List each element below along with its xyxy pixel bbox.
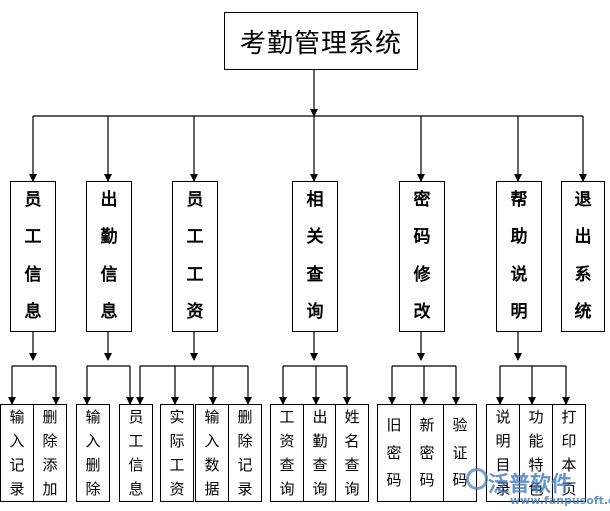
- function-attendance-query: 出勤查询: [303, 404, 337, 502]
- watermark-name: 泛普软件: [488, 472, 572, 496]
- function-help-contents: 说明目录: [486, 404, 520, 502]
- module-employee-info: 员工信息: [10, 181, 56, 332]
- function-new-password: 新密码: [410, 404, 444, 502]
- module-help: 帮助说明: [496, 181, 542, 332]
- root-node: 考勤管理系统: [224, 12, 418, 70]
- module-change-password: 密码修改: [399, 181, 445, 332]
- function-old-password: 旧密码: [377, 404, 411, 502]
- function-name-query: 姓名查询: [335, 404, 369, 502]
- function-employee-info: 员工信息: [119, 404, 153, 502]
- function-salary-query: 工资查询: [270, 404, 304, 502]
- watermark-url: www.fanpusoft.com: [510, 494, 610, 507]
- function-actual-salary: 实际工资: [160, 404, 194, 502]
- function-input-record: 输入记录: [0, 404, 34, 502]
- module-attendance-info: 出勤信息: [86, 181, 132, 332]
- root-title: 考勤管理系统: [239, 28, 402, 59]
- function-features: 功能特色: [519, 404, 553, 502]
- watermark-logo-icon: [466, 468, 488, 490]
- function-input-data: 输入数据: [195, 404, 229, 502]
- module-employee-salary: 员工工资: [172, 181, 218, 332]
- function-delete-record: 删除记录: [228, 404, 262, 502]
- function-print-page: 打印本页: [552, 404, 586, 502]
- function-delete-add: 删除添加: [33, 404, 67, 502]
- module-related-query: 相关查询: [292, 181, 338, 332]
- function-input-delete: 输入删除: [76, 404, 110, 502]
- module-exit-system: 退出系统: [561, 181, 605, 332]
